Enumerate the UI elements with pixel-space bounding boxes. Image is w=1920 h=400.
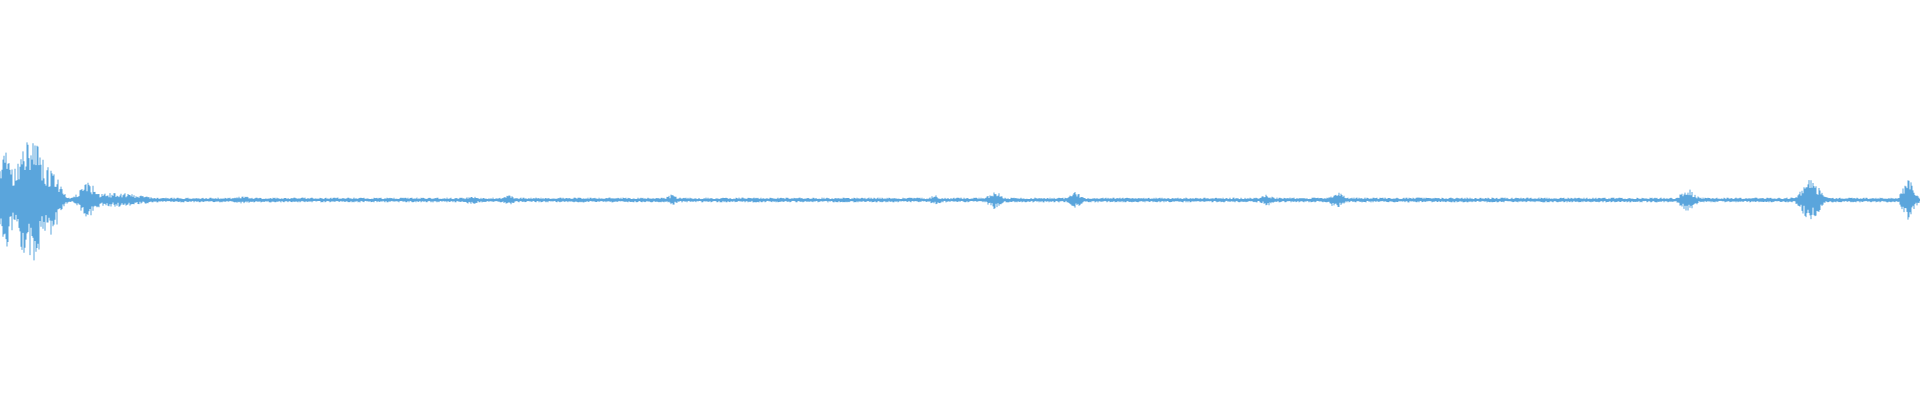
waveform-trace: [0, 142, 1920, 261]
